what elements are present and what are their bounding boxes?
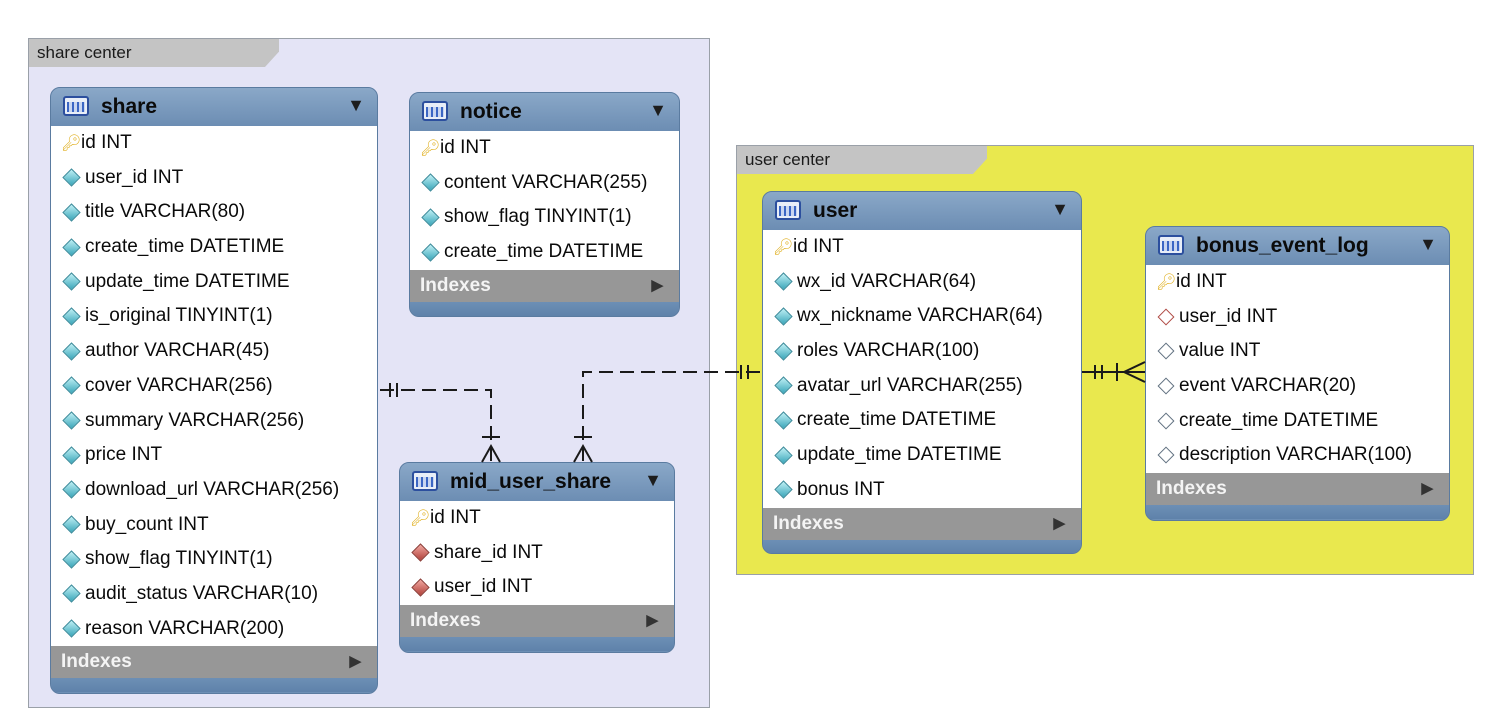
table-user[interactable]: user ▼ 🔑︎id INT wx_id VARCHAR(64) wx_nic… [762, 191, 1082, 554]
table-icon [412, 471, 438, 491]
column-row[interactable]: show_flag TINYINT(1) [51, 542, 377, 577]
table-share[interactable]: share ▼ 🔑︎id INT user_id INT title VARCH… [50, 87, 378, 694]
table-name: mid_user_share [450, 470, 612, 493]
column-row[interactable]: user_id INT [1146, 300, 1449, 335]
column-row[interactable]: event VARCHAR(20) [1146, 369, 1449, 404]
table-icon [422, 101, 448, 121]
column-row[interactable]: content VARCHAR(255) [410, 166, 679, 201]
column-row[interactable]: wx_id VARCHAR(64) [763, 265, 1081, 300]
collapse-arrow-icon[interactable]: ▼ [347, 95, 365, 115]
table-mid-user-share[interactable]: mid_user_share ▼ 🔑︎id INT share_id INT u… [399, 462, 675, 653]
collapse-arrow-icon[interactable]: ▼ [1051, 199, 1069, 219]
many-marker [1121, 361, 1146, 383]
column-row[interactable]: user_id INT [400, 570, 674, 605]
many-marker [481, 443, 501, 463]
column-row[interactable]: title VARCHAR(80) [51, 195, 377, 230]
layer-label: user center [737, 146, 987, 174]
column-list: 🔑︎id INT wx_id VARCHAR(64) wx_nickname V… [763, 230, 1081, 508]
column-row[interactable]: update_time DATETIME [51, 265, 377, 300]
expand-arrow-icon[interactable]: ▶ [1053, 514, 1065, 532]
column-row[interactable]: roles VARCHAR(100) [763, 334, 1081, 369]
indexes-section[interactable]: Indexes▶ [1146, 473, 1449, 506]
indexes-section[interactable]: Indexes▶ [400, 605, 674, 638]
column-row[interactable]: description VARCHAR(100) [1146, 438, 1449, 473]
table-header[interactable]: mid_user_share ▼ [400, 463, 674, 501]
many-marker [573, 443, 593, 463]
table-footer [400, 637, 674, 652]
table-footer [763, 539, 1081, 553]
column-row[interactable]: update_time DATETIME [763, 438, 1081, 473]
column-row[interactable]: value INT [1146, 334, 1449, 369]
indexes-section[interactable]: Indexes▶ [51, 646, 377, 679]
table-footer [51, 678, 377, 693]
column-row[interactable]: show_flag TINYINT(1) [410, 200, 679, 235]
expand-arrow-icon[interactable]: ▶ [1421, 480, 1433, 498]
column-row[interactable]: price INT [51, 438, 377, 473]
column-row[interactable]: share_id INT [400, 536, 674, 571]
column-list: 🔑︎id INT user_id INT title VARCHAR(80) c… [51, 126, 377, 647]
column-row[interactable]: reason VARCHAR(200) [51, 612, 377, 647]
column-row[interactable]: create_time DATETIME [51, 230, 377, 265]
table-header[interactable]: user ▼ [763, 192, 1081, 230]
column-row[interactable]: bonus INT [763, 473, 1081, 508]
column-row[interactable]: author VARCHAR(45) [51, 334, 377, 369]
column-list: 🔑︎id INT user_id INT value INT event VAR… [1146, 265, 1449, 474]
column-row[interactable]: audit_status VARCHAR(10) [51, 577, 377, 612]
column-row[interactable]: 🔑︎id INT [400, 501, 674, 536]
column-row[interactable]: create_time DATETIME [763, 403, 1081, 438]
indexes-section[interactable]: Indexes▶ [410, 269, 679, 302]
table-name: bonus_event_log [1196, 234, 1369, 257]
collapse-arrow-icon[interactable]: ▼ [649, 100, 667, 120]
column-row[interactable]: user_id INT [51, 161, 377, 196]
table-header[interactable]: share ▼ [51, 88, 377, 126]
column-row[interactable]: create_time DATETIME [410, 235, 679, 270]
table-icon [1158, 235, 1184, 255]
column-row[interactable]: 🔑︎id INT [763, 230, 1081, 265]
collapse-arrow-icon[interactable]: ▼ [644, 470, 662, 490]
table-bonus-event-log[interactable]: bonus_event_log ▼ 🔑︎id INT user_id INT v… [1145, 226, 1450, 521]
table-footer [1146, 505, 1449, 520]
table-name: share [101, 95, 158, 118]
relationship-user-mid-user-share[interactable] [582, 371, 760, 462]
column-row[interactable]: wx_nickname VARCHAR(64) [763, 299, 1081, 334]
table-icon [775, 200, 801, 220]
column-row[interactable]: avatar_url VARCHAR(255) [763, 369, 1081, 404]
table-icon [63, 96, 89, 116]
table-name: notice [460, 100, 522, 123]
table-header[interactable]: notice ▼ [410, 93, 679, 131]
table-name: user [813, 199, 858, 222]
expand-arrow-icon[interactable]: ▶ [349, 653, 361, 671]
layer-label: share center [29, 39, 279, 67]
relationship-share-mid-user-share[interactable] [380, 389, 492, 462]
column-row[interactable]: create_time DATETIME [1146, 404, 1449, 439]
collapse-arrow-icon[interactable]: ▼ [1419, 234, 1437, 254]
column-row[interactable]: buy_count INT [51, 508, 377, 543]
column-row[interactable]: cover VARCHAR(256) [51, 369, 377, 404]
column-row[interactable]: 🔑︎id INT [1146, 265, 1449, 300]
table-footer [410, 301, 679, 316]
column-row[interactable]: is_original TINYINT(1) [51, 299, 377, 334]
indexes-section[interactable]: Indexes▶ [763, 507, 1081, 540]
expand-arrow-icon[interactable]: ▶ [651, 276, 663, 294]
table-header[interactable]: bonus_event_log ▼ [1146, 227, 1449, 265]
table-notice[interactable]: notice ▼ 🔑︎id INT content VARCHAR(255) s… [409, 92, 680, 317]
column-row[interactable]: 🔑︎id INT [410, 131, 679, 166]
column-row[interactable]: summary VARCHAR(256) [51, 404, 377, 439]
column-row[interactable]: download_url VARCHAR(256) [51, 473, 377, 508]
expand-arrow-icon[interactable]: ▶ [646, 612, 658, 630]
column-row[interactable]: 🔑︎id INT [51, 126, 377, 161]
column-list: 🔑︎id INT content VARCHAR(255) show_flag … [410, 131, 679, 270]
column-list: 🔑︎id INT share_id INT user_id INT [400, 501, 674, 606]
